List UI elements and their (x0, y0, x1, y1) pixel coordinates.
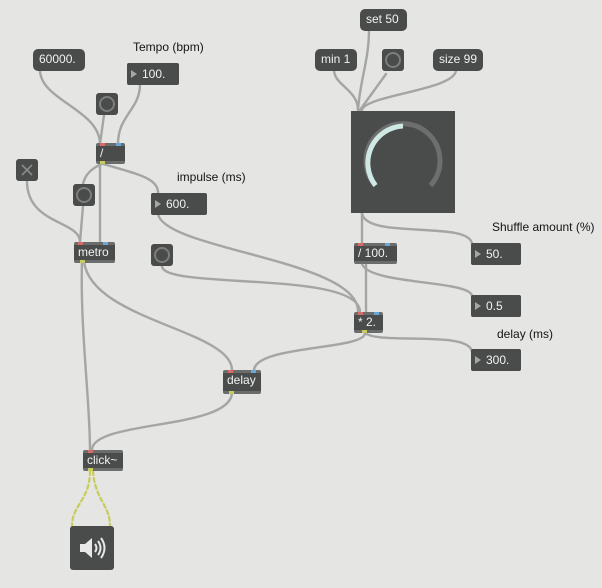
shuffle-number-value: 50. (486, 247, 503, 261)
tempo-number-value: 100. (142, 67, 166, 81)
dial-knob (363, 121, 443, 188)
object-divide[interactable]: / (96, 143, 125, 164)
bang-button-metro[interactable] (73, 184, 95, 206)
cord-div100-to-ratio (360, 262, 474, 298)
inlet-marker (374, 312, 379, 315)
number-arrow-icon (131, 70, 137, 78)
cord-metro-to-delay (82, 259, 234, 372)
cord-divide-to-impulse (98, 161, 160, 198)
object-metro[interactable]: metro (74, 242, 115, 263)
number-arrow-icon (475, 302, 481, 310)
cord-60000-to-divide (38, 68, 102, 146)
cord-bang-to-divide (98, 113, 106, 146)
message-min-1[interactable]: min 1 (315, 49, 357, 71)
inlet-marker (358, 243, 363, 246)
impulse-label: impulse (ms) (177, 170, 246, 184)
impulse-number[interactable]: 600. (151, 193, 207, 215)
cord-click-to-dac-right (91, 469, 112, 528)
object-divide-100-text: / 100. (358, 246, 389, 260)
outlet-marker (229, 391, 234, 394)
object-multiply-2[interactable]: * 2. (354, 312, 383, 333)
number-arrow-icon (155, 200, 161, 208)
tempo-label: Tempo (bpm) (133, 40, 204, 54)
inlet-marker (228, 370, 233, 373)
cord-set50-to-dial (356, 28, 371, 112)
cord-divide-to-bang2 (81, 161, 106, 186)
delay-label: delay (ms) (497, 327, 554, 341)
impulse-number-value: 600. (166, 197, 190, 211)
cord-bang3-to-mult (160, 264, 362, 314)
cord-mult-to-delay-num (363, 331, 474, 354)
inlet-marker (251, 370, 256, 373)
object-delay-text: delay (227, 373, 256, 387)
outlet-marker (100, 161, 105, 164)
object-divide-text: / (100, 146, 104, 160)
tempo-number[interactable]: 100. (127, 63, 179, 85)
shuffle-number[interactable]: 50. (471, 243, 521, 265)
outlet-marker (362, 330, 367, 333)
object-multiply-2-text: * 2. (358, 315, 377, 329)
bang-button-impulse[interactable] (151, 244, 173, 266)
number-arrow-icon (475, 356, 481, 364)
inlet-marker (358, 312, 363, 315)
inlet-marker (78, 242, 83, 245)
cord-click-to-dac-left (70, 469, 92, 528)
cord-size99-to-dial (360, 68, 458, 112)
cord-dial-to-shuffle (360, 211, 474, 246)
outlet-marker (80, 260, 85, 263)
object-click[interactable]: click~ (83, 450, 123, 471)
object-metro-text: metro (78, 245, 109, 259)
toggle-button[interactable] (16, 159, 38, 181)
cord-bang4-to-dial (358, 72, 388, 112)
message-size-99[interactable]: size 99 (433, 49, 483, 71)
bang-button-tempo[interactable] (96, 93, 118, 115)
delay-number-value: 300. (486, 353, 510, 367)
dial-control[interactable] (351, 111, 455, 213)
bang-button-dial[interactable] (382, 49, 404, 71)
delay-number[interactable]: 300. (471, 349, 521, 371)
inlet-marker (100, 143, 105, 146)
number-arrow-icon (475, 250, 481, 258)
cord-delay-to-click (90, 391, 234, 452)
speaker-icon (80, 537, 106, 559)
cord-tempo-to-divide (116, 82, 142, 146)
inlet-marker (103, 242, 108, 245)
cord-min1-to-dial (332, 68, 360, 112)
dial-value-arc (365, 123, 404, 188)
cord-metro-to-click (80, 259, 92, 452)
inlet-marker (385, 243, 390, 246)
message-60000[interactable]: 60000. (33, 49, 85, 71)
ratio-number[interactable]: 0.5 (471, 295, 521, 317)
shuffle-label: Shuffle amount (%) (492, 220, 595, 234)
object-delay[interactable]: delay (223, 370, 261, 394)
inlet-marker (116, 143, 121, 146)
x-toggle-icon (21, 164, 33, 176)
object-click-text: click~ (87, 453, 118, 467)
message-set-50[interactable]: set 50 (360, 9, 407, 31)
speaker-button[interactable] (70, 526, 114, 570)
inlet-marker (88, 450, 93, 453)
cord-impulse-to-mult (156, 212, 360, 314)
cord-mult-to-delay (252, 331, 367, 372)
object-divide-100[interactable]: / 100. (354, 243, 397, 264)
outlet-marker (88, 468, 93, 471)
cord-bang2-to-metro (78, 204, 85, 244)
ratio-number-value: 0.5 (486, 299, 503, 313)
